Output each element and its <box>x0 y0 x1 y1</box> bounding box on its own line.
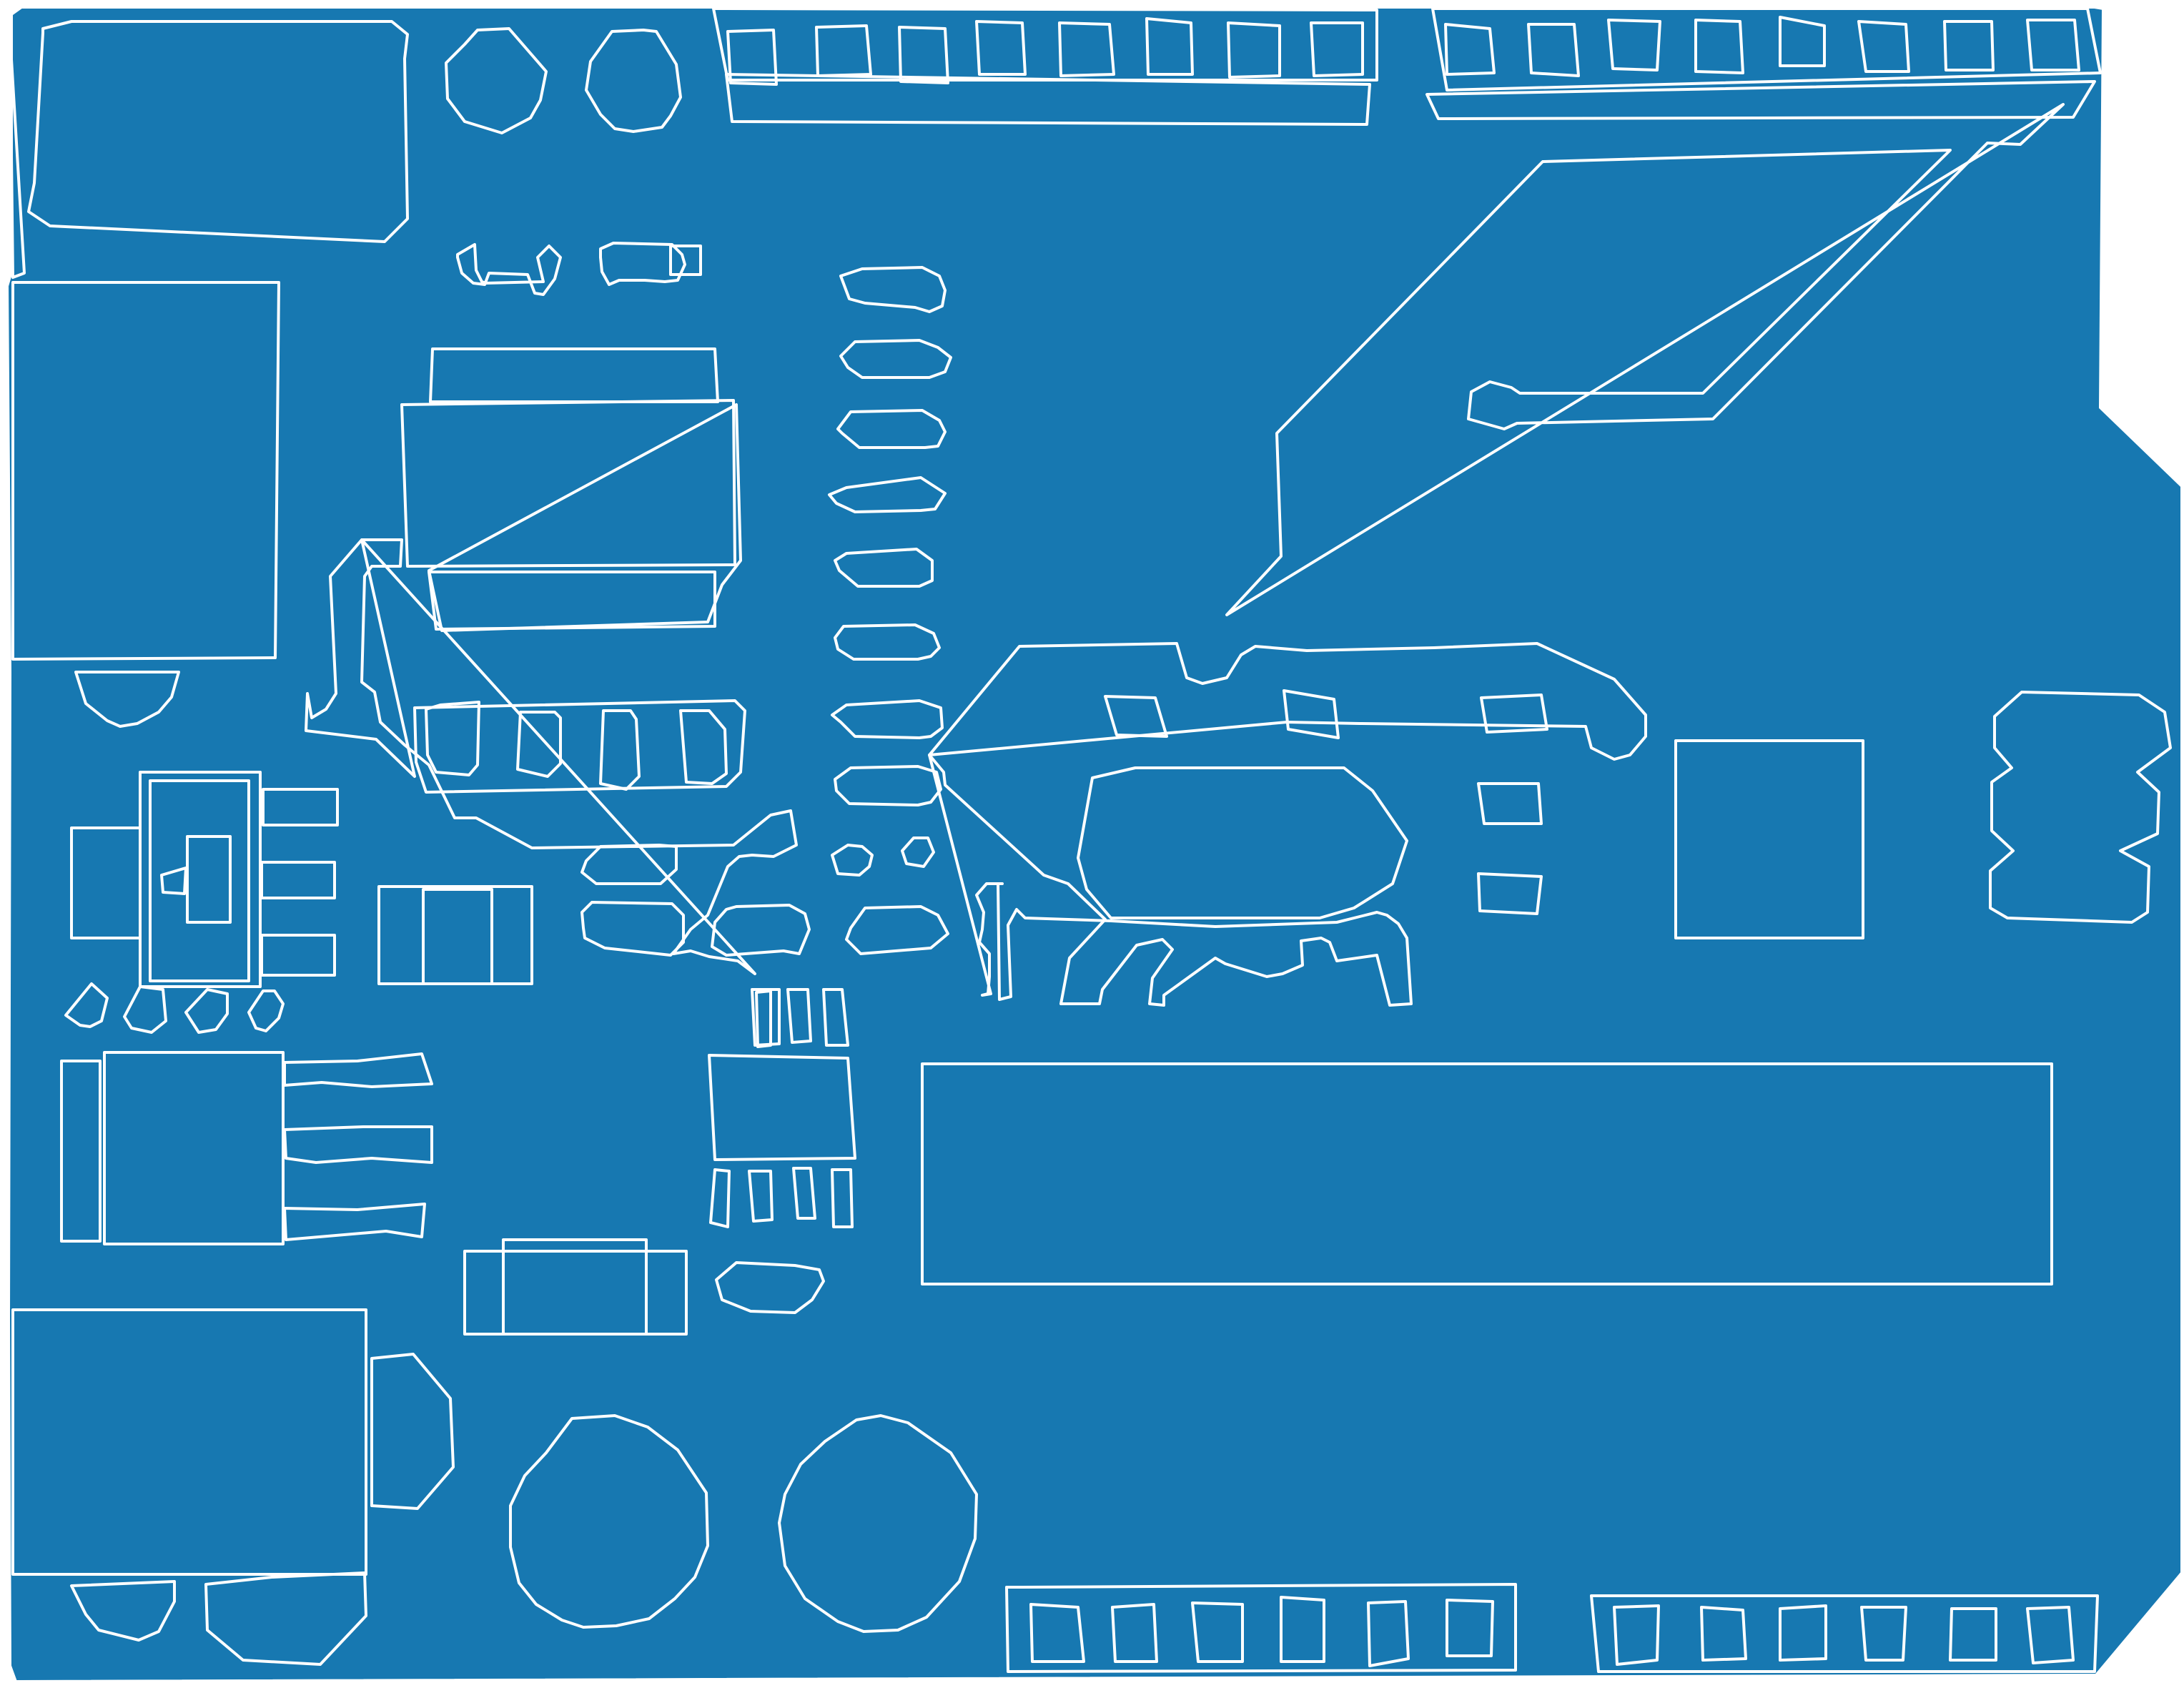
microcontroller-chip <box>921 1062 2053 1285</box>
header-bottom-right <box>1590 1594 2099 1673</box>
smd-r1 <box>456 243 562 296</box>
header-bottom-left-pins <box>1029 1596 1494 1667</box>
led-2 <box>123 985 167 1034</box>
header-bottom-right-pins <box>1613 1604 2075 1666</box>
pin-2 <box>516 711 562 778</box>
header-top-left <box>712 7 1378 82</box>
pad-c5 <box>834 548 934 588</box>
ic-small-pins-bottom <box>709 1167 854 1228</box>
crystal-lead-left <box>928 754 1413 1007</box>
barrel-pin-1 <box>70 1580 176 1642</box>
inductor-bottom <box>428 571 716 631</box>
resistor-pack-b <box>422 888 493 985</box>
led-4 <box>247 989 285 1032</box>
smd-r2-pad <box>669 245 702 276</box>
capacitor-round-1 <box>445 27 548 134</box>
regulator-body <box>103 1051 285 1245</box>
crystal-pad-1 <box>1104 695 1168 738</box>
switch-pin-d <box>260 934 336 977</box>
regulator-tab <box>60 1060 102 1243</box>
pin-3 <box>599 709 641 791</box>
barrel-jack-tab <box>370 1353 455 1510</box>
capacitor-round-3 <box>509 1414 709 1629</box>
trace-loop-left <box>360 538 798 975</box>
crystal-body <box>1077 766 1408 919</box>
regulator-pin-1 <box>283 1052 433 1088</box>
header-row-mid <box>413 699 746 794</box>
crystal-outline <box>928 642 1647 761</box>
pad-c6 <box>834 623 941 661</box>
crystal-pad-2 <box>1283 689 1340 739</box>
crystal-pad-5 <box>1477 872 1543 915</box>
pin-4 <box>679 709 728 785</box>
dc-jack-top <box>27 20 409 243</box>
crystal-pad-4 <box>1477 782 1543 825</box>
inductor-body <box>400 399 736 568</box>
barrel-pin-2 <box>204 1571 367 1666</box>
pad-m1 <box>580 844 678 885</box>
header-top-right-base <box>1425 80 2096 120</box>
usb-connector-block <box>11 281 280 661</box>
switch-pin-c <box>260 861 336 899</box>
pad-c9 <box>831 844 874 877</box>
crystal-pad-3 <box>1480 694 1548 734</box>
led-1 <box>64 982 109 1028</box>
pad-c10 <box>901 836 935 868</box>
regulator-pin-2 <box>283 1125 433 1164</box>
trace-loop-left-2 <box>305 538 416 778</box>
pin-1 <box>425 701 480 776</box>
pad-m3 <box>711 904 811 957</box>
ic-small-pins-top <box>751 988 849 1048</box>
capacitor-smd-body <box>502 1238 648 1336</box>
slide-switch-body <box>149 779 250 982</box>
pad-small-bottom <box>715 1261 825 1314</box>
usb-ic-square <box>1674 739 1864 939</box>
ground-pour-diagonal <box>1225 103 2065 616</box>
pad-c4 <box>828 476 947 513</box>
pad-c1 <box>839 266 947 313</box>
usb-tab <box>74 671 180 728</box>
pad-c7 <box>831 699 944 739</box>
pad-m4 <box>845 905 949 955</box>
icsp-header <box>1989 691 2172 924</box>
pad-c2 <box>839 339 952 379</box>
header-top-right-pins <box>1444 16 2080 77</box>
pad-m2 <box>580 901 685 957</box>
left-edge-line <box>9 34 26 279</box>
header-top-left-pins <box>726 17 1364 86</box>
regulator-pin-3 <box>283 1203 426 1241</box>
capacitor-round-4 <box>778 1414 978 1633</box>
pcb-board-outline <box>5 6 2183 1684</box>
switch-pin-a <box>160 867 187 895</box>
barrel-jack-body <box>11 1308 367 1576</box>
pad-c3 <box>836 409 947 449</box>
switch-pin-b <box>262 788 339 826</box>
header-top-right <box>1431 7 2102 92</box>
header-bottom-left <box>1005 1583 1517 1673</box>
switch-pin-e <box>70 826 142 939</box>
led-3 <box>184 988 229 1034</box>
pad-c8 <box>834 765 942 806</box>
capacitor-round-2 <box>585 29 682 133</box>
header-top-left-base <box>725 73 1371 126</box>
ic-small-body <box>708 1054 856 1161</box>
slide-switch-knob <box>186 835 232 924</box>
